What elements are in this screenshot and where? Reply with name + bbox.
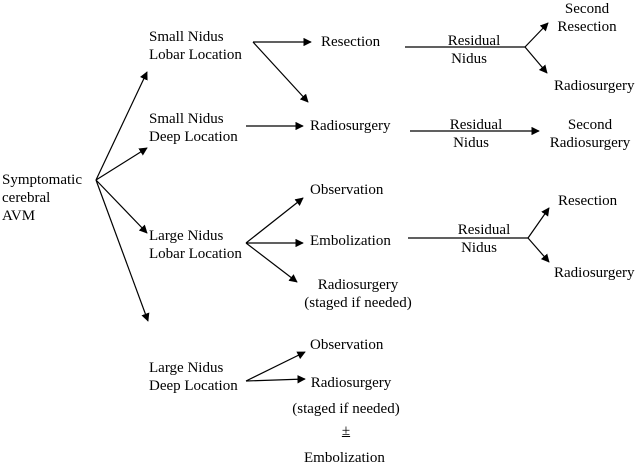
- large-lobar-node: Large Nidus Lobar Location: [149, 227, 242, 263]
- large-deep-plus-minus: ±: [341, 423, 351, 439]
- large-lobar-residual-line1: Residual: [457, 222, 511, 238]
- small-lobar-line2: Lobar Location: [149, 47, 242, 63]
- small-lobar-node: Small Nidus Lobar Location: [149, 28, 242, 64]
- arrow-large-deep-to-observation: [245, 351, 306, 382]
- large-lobar-radiosurgery: Radiosurgery (staged if needed): [296, 276, 420, 312]
- small-deep-residual-label: Residual Nidus: [440, 116, 512, 152]
- arrow-residual-to-radiosurgery: [524, 46, 548, 74]
- small-lobar-resection: Resection: [321, 34, 381, 50]
- arrow-small-lobar-to-radiosurgery: [252, 41, 309, 103]
- arrow-residual-to-resection: [527, 207, 550, 239]
- small-deep-node: Small Nidus Deep Location: [149, 110, 238, 146]
- arrow-root-to-small-lobar: [95, 71, 148, 181]
- small-lobar-residual-line2: Nidus: [451, 51, 487, 67]
- large-lobar-residual-label: Residual Nidus: [448, 221, 520, 257]
- large-deep-line2: Deep Location: [149, 378, 238, 394]
- small-lobar-residual-line1: Residual: [447, 33, 501, 49]
- root-line2: cerebral: [2, 190, 51, 206]
- second-resection-line2: Resection: [557, 19, 617, 35]
- second-resection-line1: Second: [564, 1, 610, 17]
- small-lobar-radiosurgery: Radiosurgery: [554, 78, 635, 94]
- arrow-large-lobar-to-radiosurgery: [245, 242, 298, 283]
- large-lobar-embolization: Embolization: [310, 233, 391, 249]
- small-deep-second-radiosurgery: Second Radiosurgery: [544, 116, 636, 152]
- small-deep-residual-line2: Nidus: [453, 135, 489, 151]
- second-radiosurgery-line1: Second: [567, 117, 613, 133]
- arrow-root-to-large-deep: [95, 179, 150, 322]
- large-deep-radiosurgery-line2: (staged if needed): [292, 401, 400, 417]
- arrow-large-deep-to-radiosurgery: [245, 375, 306, 384]
- large-deep-node: Large Nidus Deep Location: [149, 359, 238, 395]
- root-line3: AVM: [2, 208, 36, 224]
- arrow-residual-to-radiosurgery-after: [527, 237, 550, 263]
- small-deep-radiosurgery: Radiosurgery: [310, 118, 391, 134]
- large-lobar-line1: Large Nidus: [149, 228, 224, 244]
- small-deep-residual-line1: Residual: [449, 117, 503, 133]
- root-line1: Symptomatic: [2, 172, 82, 188]
- small-deep-line1: Small Nidus: [149, 111, 224, 127]
- arrow-root-to-large-lobar: [95, 179, 148, 234]
- large-deep-radiosurgery: Radiosurgery (staged if needed): [284, 374, 408, 418]
- second-radiosurgery-line2: Radiosurgery: [549, 135, 631, 151]
- large-lobar-line2: Lobar Location: [149, 246, 242, 262]
- large-lobar-residual-line2: Nidus: [461, 240, 497, 256]
- large-deep-line1: Large Nidus: [149, 360, 224, 376]
- large-lobar-radiosurgery-after: Radiosurgery: [554, 265, 635, 281]
- large-deep-embolization: Embolization: [304, 450, 385, 466]
- large-deep-radiosurgery-line1: Radiosurgery: [310, 375, 392, 391]
- small-deep-line2: Deep Location: [149, 129, 238, 145]
- small-lobar-second-resection: Second Resection: [549, 0, 625, 36]
- large-deep-observation: Observation: [310, 337, 384, 353]
- arrow-root-to-small-deep: [95, 147, 148, 181]
- arrow-large-lobar-to-observation: [245, 197, 304, 244]
- root-node: Symptomatic cerebral AVM: [2, 171, 82, 225]
- small-lobar-residual-label: Residual Nidus: [438, 32, 510, 68]
- large-lobar-resection: Resection: [558, 193, 618, 209]
- small-lobar-line1: Small Nidus: [149, 29, 224, 45]
- large-lobar-observation: Observation: [310, 182, 384, 198]
- large-lobar-radiosurgery-line1: Radiosurgery: [317, 277, 399, 293]
- large-lobar-radiosurgery-line2: (staged if needed): [304, 295, 412, 311]
- arrow-residual-to-second-resection: [524, 22, 549, 48]
